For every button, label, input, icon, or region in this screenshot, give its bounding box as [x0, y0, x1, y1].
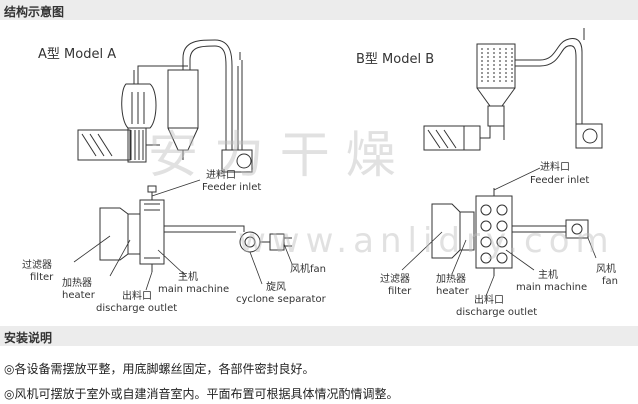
model-b-heater-cn: 加热器 [436, 272, 466, 285]
model-a-plan-fan [269, 233, 285, 251]
model-b-filter-cn: 过滤器 [380, 272, 410, 285]
model-a-cyclone-cn: 旋风 [266, 280, 286, 293]
model-a-discharge-en: discharge outlet [96, 303, 177, 314]
model-b-main-en: main machine [516, 282, 587, 293]
model-b-plan [431, 188, 589, 276]
model-b-filter-en: filter [388, 286, 412, 297]
model-a-cyclone-en: cyclone separator [236, 294, 327, 305]
model-a-filter-cn: 过滤器 [22, 258, 52, 271]
model-a-fan: 风机fan [290, 262, 326, 275]
model-b-discharge-cn: 出料口 [474, 293, 504, 306]
install-title: 安装说明 [4, 331, 53, 345]
model-a-plan-filter [99, 207, 129, 261]
model-b-feeder-en: Feeder inlet [530, 175, 589, 186]
model-a-filter-box [77, 129, 131, 161]
model-b-fan-cn: 风机 [596, 262, 616, 275]
model-a-main-cn: 主机 [178, 270, 198, 283]
model-a-feeder-cn: 进料口 [206, 168, 236, 181]
model-a-fan [221, 149, 253, 173]
model-a-heater-en: heater [62, 290, 96, 301]
model-a-title: A型 Model A [38, 47, 116, 62]
watermark-text: 安 力 干 燥 [148, 126, 396, 184]
model-b-fan-en: fan [602, 276, 618, 287]
install-notes-header: 安装说明 [0, 326, 638, 346]
model-a-feeder-en: Feeder inlet [202, 182, 261, 193]
watermark-url: www.anlidry.com [238, 221, 615, 261]
model-b-plan-fan [565, 219, 589, 239]
model-a-main-en: main machine [158, 284, 229, 295]
model-a-elevation [77, 39, 253, 173]
model-b-title: B型 Model B [356, 52, 434, 67]
model-b-elevation [423, 28, 603, 151]
structure-diagram: 安 力 干 燥 www.anlidry.com A型 Model A B型 Mo… [22, 28, 618, 318]
model-a-filter-en: filter [30, 272, 54, 283]
install-note-1: ◎各设备需摆放平整，用底脚螺丝固定，各部件密封良好。 [4, 362, 315, 376]
model-a-discharge-cn: 出料口 [122, 289, 152, 302]
model-a-heater-cn: 加热器 [62, 276, 92, 289]
install-note-2: ◎风机可摆放于室外或自建消音室内。平面布置可根据具体情况酌情调整。 [4, 387, 399, 401]
model-b-heater-en: heater [436, 286, 470, 297]
section-title: 结构示意图 [4, 5, 65, 19]
model-b-feeder-cn: 进料口 [540, 160, 570, 173]
model-b-bag-filter [476, 43, 516, 89]
model-a-dryer-column [121, 83, 157, 129]
watermark: 安 力 干 燥 www.anlidry.com [148, 126, 615, 261]
model-b-filter-box [423, 125, 465, 151]
model-b-main-cn: 主机 [538, 268, 558, 281]
model-b-discharge-en: discharge outlet [456, 307, 537, 318]
model-a-cyclone [167, 69, 199, 129]
structure-diagram-header: 结构示意图 [0, 0, 638, 20]
model-b-fan [575, 123, 603, 149]
model-a-plan [99, 185, 292, 272]
